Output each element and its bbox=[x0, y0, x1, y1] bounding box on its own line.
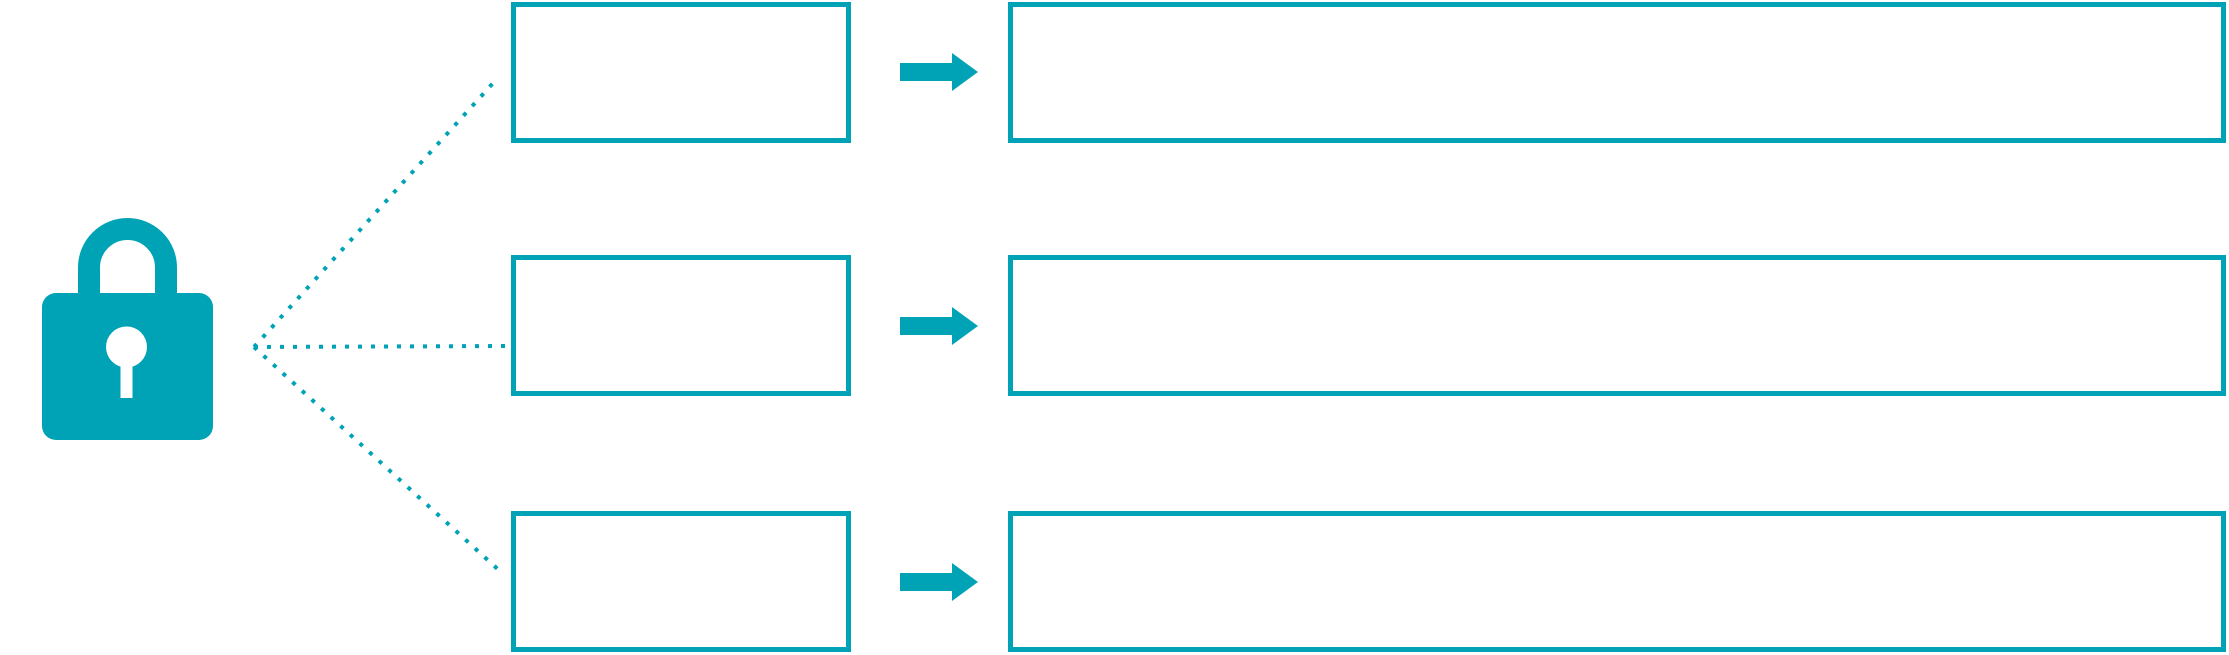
padlock-icon bbox=[42, 218, 213, 440]
target-box-1 bbox=[1008, 2, 2226, 143]
target-box-2 bbox=[1008, 255, 2226, 396]
source-box-1 bbox=[511, 2, 851, 143]
dotted-connector-line-middle bbox=[253, 344, 507, 349]
dotted-connector-line-bottom bbox=[252, 345, 504, 575]
dotted-connector-line-top bbox=[252, 80, 496, 349]
arrow-right-icon bbox=[900, 563, 978, 601]
arrow-right-icon bbox=[900, 53, 978, 91]
padlock-shackle bbox=[78, 218, 177, 300]
source-box-2 bbox=[511, 255, 851, 396]
keyhole-circle bbox=[106, 326, 147, 368]
arrow-right-icon bbox=[900, 307, 978, 345]
arrows bbox=[900, 53, 978, 601]
target-box-3 bbox=[1008, 511, 2226, 652]
connector-lines bbox=[252, 80, 507, 575]
source-box-3 bbox=[511, 511, 851, 652]
keyhole-stem bbox=[120, 360, 133, 398]
